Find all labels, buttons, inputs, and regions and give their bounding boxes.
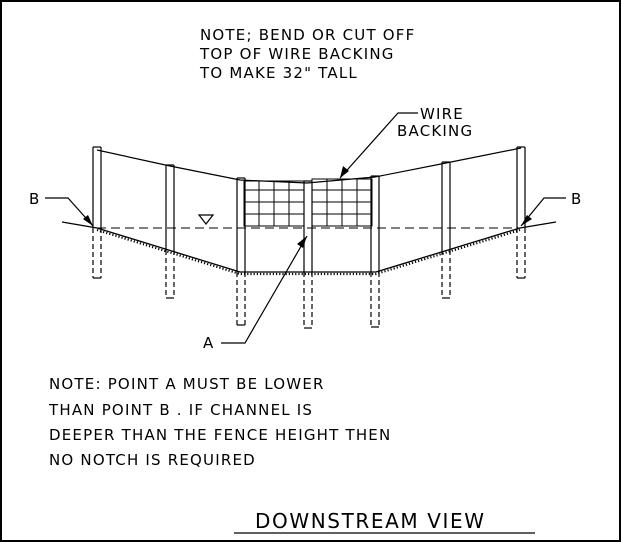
point-a-label: A [203, 334, 214, 352]
fence-post [236, 177, 246, 326]
water-level-triangle-icon [197, 214, 215, 225]
fence-post [303, 180, 313, 329]
fence-post [165, 164, 175, 299]
point-b-left-callout: B [29, 190, 94, 227]
top-note-line-1: NOTE; BEND OR CUT OFF [200, 26, 415, 44]
top-note-line-2: TOP OF WIRE BACKING [199, 45, 395, 63]
point-b-left-label: B [29, 190, 41, 208]
fence-posts [92, 146, 526, 329]
fence-post [441, 161, 451, 299]
bottom-note-line-4: NO NOTCH IS REQUIRED [49, 451, 256, 469]
wire-backing-label-line-1: WIRE [420, 105, 464, 123]
top-note-line-3: TO MAKE 32" TALL [199, 64, 358, 82]
fence-post [516, 146, 526, 279]
wire-backing-leader [339, 112, 418, 179]
view-title: DOWNSTREAM VIEW [234, 509, 535, 534]
water-level [97, 214, 521, 229]
view-title-text: DOWNSTREAM VIEW [255, 509, 486, 533]
top-note: NOTE; BEND OR CUT OFF TOP OF WIRE BACKIN… [199, 26, 415, 82]
bottom-note-line-1: NOTE: POINT A MUST BE LOWER [49, 375, 325, 393]
point-b-right-callout: B [520, 190, 583, 227]
bottom-note: NOTE: POINT A MUST BE LOWER THAN POINT B… [48, 375, 391, 469]
wire-mesh [243, 178, 373, 227]
wire-backing-arrowhead [340, 166, 349, 178]
bottom-note-line-2: THAN POINT B . IF CHANNEL IS [48, 401, 313, 419]
point-b-right-label: B [571, 190, 583, 208]
fence-post [92, 146, 102, 279]
bottom-note-line-3: DEEPER THAN THE FENCE HEIGHT THEN [49, 426, 391, 444]
fence-post [370, 175, 380, 328]
ground-profile [61, 221, 557, 276]
wire-backing-callout: WIRE BACKING [339, 105, 473, 179]
fence-top-line [96, 147, 522, 184]
point-a-callout: A [203, 235, 308, 352]
wire-backing-label-line-2: BACKING [397, 122, 473, 140]
